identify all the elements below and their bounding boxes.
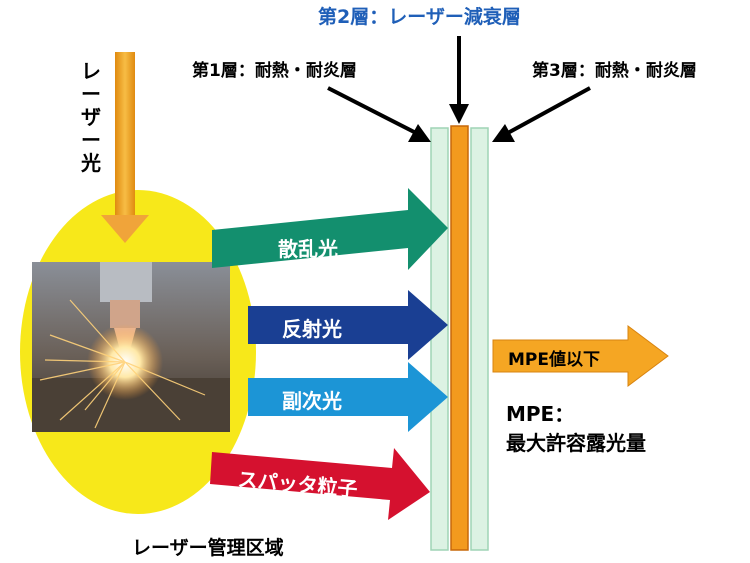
scattered-light-arrow <box>212 188 448 270</box>
secondary-light-arrow <box>248 362 448 432</box>
layer1-label: 第1層：耐熱・耐炎層 <box>192 61 357 81</box>
spatter-particles-arrow <box>210 448 430 520</box>
layer2-label: 第2層：レーザー減衰層 <box>318 6 521 28</box>
layer1-curtain <box>430 127 449 551</box>
secondary-light-label: 副次光 <box>282 389 342 413</box>
laser-zone-label: レーザー管理区域 <box>132 537 284 559</box>
scattered-light-label: 散乱光 <box>278 237 338 261</box>
mpe-arrow-label: MPE値以下 <box>508 350 600 370</box>
layer2-pointer-arrow <box>449 36 469 124</box>
laser-beam-label: レーザー光 <box>81 59 101 175</box>
layer3-pointer-arrow <box>492 86 591 142</box>
mpe-description: 最大許容露光量 <box>506 431 646 455</box>
layer1-pointer-arrow <box>327 86 431 142</box>
layer2-attenuation <box>450 125 469 551</box>
mpe-title: MPE： <box>506 402 575 426</box>
laser-welding-photo <box>32 262 230 432</box>
reflected-light-label: 反射光 <box>282 317 342 341</box>
layer3-label: 第3層：耐熱・耐炎層 <box>532 61 697 81</box>
laser-beam-arrow <box>101 52 149 243</box>
layer3-curtain <box>470 127 489 551</box>
mpe-arrow <box>492 325 669 387</box>
reflected-light-arrow <box>248 290 448 360</box>
